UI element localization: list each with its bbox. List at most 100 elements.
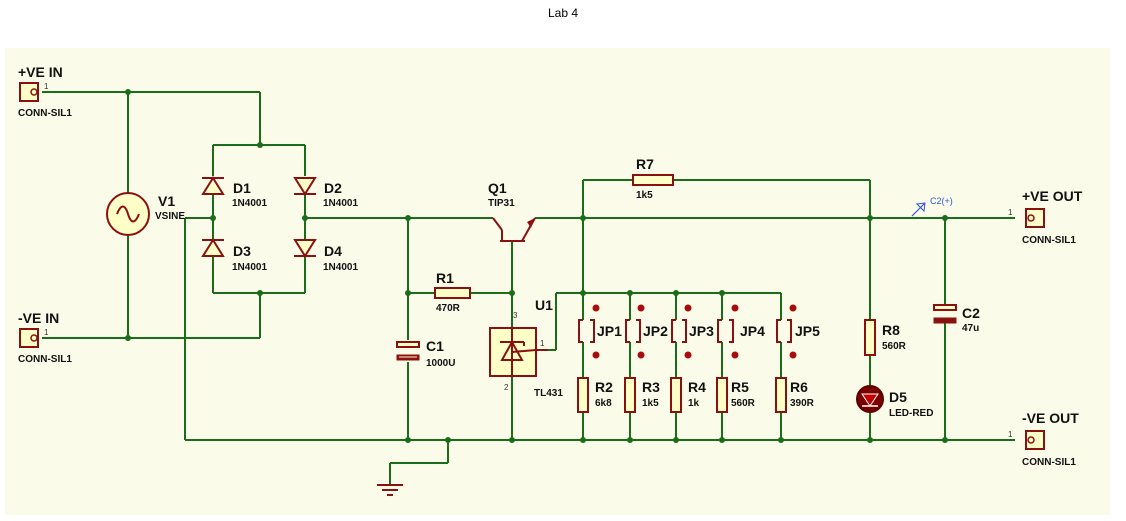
diode-d3[interactable]: D3 1N4001: [201, 238, 267, 273]
jumper-jp4[interactable]: JP4: [717, 304, 765, 359]
diode-d1[interactable]: D1 1N4001: [201, 176, 267, 209]
connector-ve-in-plus[interactable]: +VE IN 1 CONN-SIL1: [18, 64, 72, 119]
component-ref: R2: [595, 379, 613, 395]
jumper-jp1[interactable]: JP1: [578, 304, 622, 359]
pin-icon: [30, 334, 38, 342]
component-value: 1k5: [636, 190, 653, 201]
resistor-r1[interactable]: R1 470R: [434, 270, 471, 314]
component-value: 1k5: [642, 398, 659, 409]
ground-symbol-icon: [377, 484, 403, 496]
component-value: 560R: [882, 341, 907, 352]
resistor-icon: [775, 377, 787, 413]
led-d5[interactable]: D5 LED-RED: [856, 385, 933, 419]
jumper-icon: [578, 319, 583, 343]
connector-part: CONN-SIL1: [1022, 457, 1076, 468]
resistor-r5[interactable]: R5 560R: [716, 377, 756, 413]
transistor-q1[interactable]: Q1 TIP31: [488, 180, 536, 242]
capacitor-icon: [396, 341, 420, 348]
diode-icon: [201, 176, 225, 195]
component-ref: JP4: [740, 323, 765, 339]
component-value: 1N4001: [232, 262, 267, 273]
probe-label: C2(+): [930, 196, 953, 206]
component-ref: JP1: [597, 323, 622, 339]
pin-number: 3: [513, 311, 518, 320]
diode-d4[interactable]: D4 1N4001: [293, 239, 358, 273]
schematic-background: [5, 48, 1110, 515]
component-ref: R7: [636, 156, 654, 172]
component-ref: JP5: [795, 323, 820, 339]
component-ref: D1: [233, 180, 251, 196]
connector-ve-in-minus[interactable]: -VE IN 1 CONN-SIL1: [18, 310, 72, 365]
component-value: 6k8: [595, 398, 612, 409]
pin-icon: [1027, 214, 1035, 222]
connector-ve-out-minus[interactable]: -VE OUT 1 CONN-SIL1: [1008, 410, 1079, 468]
resistor-r7[interactable]: R7 1k5: [632, 156, 674, 201]
resistor-icon: [670, 377, 682, 413]
connector-ve-out-plus[interactable]: +VE OUT 1 CONN-SIL1: [1008, 188, 1083, 246]
component-ref: R5: [731, 379, 749, 395]
connector-label: -VE IN: [18, 310, 59, 326]
pin-number: 1: [540, 339, 545, 348]
jumper-jp5[interactable]: JP5: [776, 304, 820, 359]
component-ref: U1: [535, 297, 553, 313]
resistor-r3[interactable]: R3 1k5: [624, 377, 660, 413]
jumper-icon: [625, 319, 630, 343]
pin-number: 1: [44, 82, 49, 91]
resistor-r6[interactable]: R6 390R: [775, 377, 815, 413]
diode-icon: [201, 238, 225, 257]
component-value: 1k: [688, 398, 700, 409]
pin-number: 2: [504, 383, 509, 392]
component-value: 470R: [436, 303, 461, 314]
component-ref: R4: [688, 379, 706, 395]
component-ref: R3: [642, 379, 660, 395]
diode-icon: [293, 239, 317, 258]
junction-dots: [125, 89, 948, 443]
resistor-r8[interactable]: R8 560R: [864, 319, 907, 356]
component-ref: D3: [233, 243, 251, 259]
component-value: 1N4001: [323, 198, 358, 209]
connector-label: +VE OUT: [1022, 188, 1083, 204]
probe-icon: [911, 202, 926, 217]
component-value: LED-RED: [889, 408, 933, 419]
connector-part: CONN-SIL1: [1022, 235, 1076, 246]
connector-label: -VE OUT: [1022, 410, 1079, 426]
component-ref: D2: [324, 180, 342, 196]
capacitor-c1[interactable]: C1 1000U: [396, 338, 455, 369]
capacitor-icon: [933, 304, 957, 311]
pin-icon: [1027, 436, 1035, 444]
component-ref: R8: [882, 322, 900, 338]
diode-d2[interactable]: D2 1N4001: [293, 177, 358, 209]
pin-number: 1: [1008, 430, 1013, 439]
resistor-icon: [577, 377, 589, 413]
npn-transistor-icon: [492, 217, 503, 231]
component-value: TL431: [534, 388, 563, 399]
component-value: 1000U: [426, 358, 455, 369]
voltage-probe[interactable]: C2(+): [911, 196, 953, 217]
source-v1[interactable]: V1 VSINE: [106, 192, 185, 236]
component-ref: Q1: [488, 180, 507, 196]
jumper-jp3[interactable]: JP3: [671, 304, 714, 359]
component-ref: V1: [158, 193, 175, 209]
pin-icon: [30, 88, 38, 96]
component-ref: R1: [436, 270, 454, 286]
component-ref: JP2: [643, 323, 668, 339]
page-title: Lab 4: [547, 6, 579, 20]
pin-number: 1: [44, 328, 49, 337]
resistor-icon: [864, 319, 876, 356]
component-ref: D4: [324, 243, 342, 259]
resistor-r2[interactable]: R2 6k8: [577, 377, 613, 413]
jumper-jp2[interactable]: JP2: [625, 304, 668, 359]
regulator-u1[interactable]: U1 3 2 1 TL431: [489, 297, 563, 399]
component-value: 390R: [790, 398, 815, 409]
component-ref: JP3: [689, 323, 714, 339]
connector-part: CONN-SIL1: [18, 108, 72, 119]
component-ref: R6: [790, 379, 808, 395]
component-value: 1N4001: [323, 262, 358, 273]
capacitor-c2[interactable]: C2 47u: [933, 304, 980, 334]
resistor-icon: [434, 287, 471, 299]
component-ref: D5: [889, 389, 907, 405]
resistor-r4[interactable]: R4 1k: [670, 377, 706, 413]
component-value: VSINE: [155, 211, 185, 222]
jumper-icon: [671, 319, 676, 343]
